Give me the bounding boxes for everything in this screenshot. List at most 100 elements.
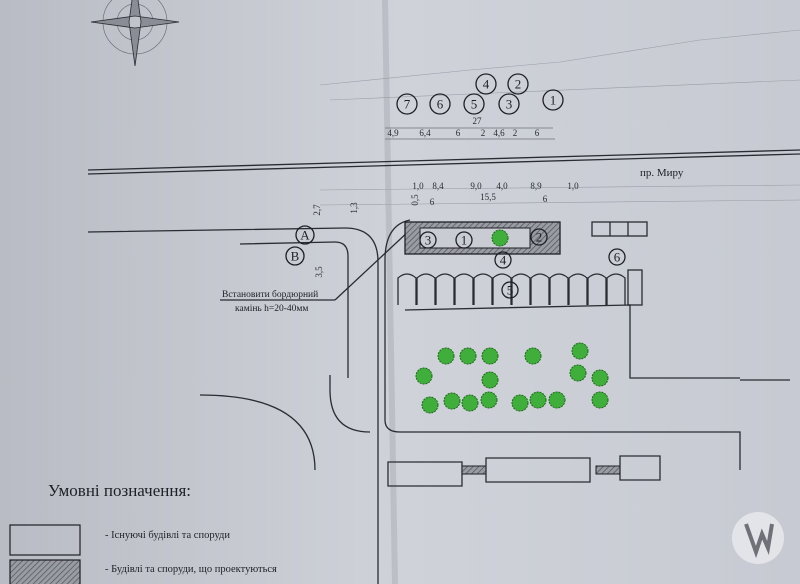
marker-label: 1: [461, 233, 468, 248]
top-dim-value: 4,6: [493, 128, 505, 138]
tree-icon: [415, 367, 433, 385]
circled-marker-4: 4: [475, 73, 497, 95]
legend-label-proposed: - Будівлі та споруди, що проектуються: [105, 564, 277, 575]
marker-circle: [285, 246, 305, 266]
circled-marker-2: 2: [507, 73, 529, 95]
top-dim-value: 4,9: [387, 128, 399, 138]
street-edge-top-2: [87, 153, 800, 175]
tree-icon: [511, 394, 529, 412]
marker-label: 3: [506, 97, 513, 112]
marker-circle: [501, 281, 519, 299]
road-curve: [329, 375, 371, 433]
stall: [587, 273, 607, 305]
top-dim-value: 2: [481, 128, 486, 138]
mid-dim-value: 8,9: [530, 181, 542, 191]
tree-icon: [437, 347, 455, 365]
marker-label: 2: [536, 230, 543, 245]
existing-kiosks: [591, 221, 648, 237]
street-edge-top: [87, 149, 800, 171]
circled-marker-B: B: [285, 246, 305, 266]
curb-leader: [334, 229, 411, 301]
mid-dim-value: 8,4: [432, 181, 444, 191]
circled-marker-5: 5: [463, 93, 485, 115]
marker-circle: [429, 93, 451, 115]
mid-dim-value: 9,0: [470, 181, 482, 191]
side-road-outer: [87, 227, 379, 584]
marker-label: 7: [404, 97, 411, 112]
topo-lines: [319, 29, 800, 206]
marker-label: 4: [483, 77, 490, 92]
proposed-building-inner: [419, 227, 531, 249]
tree-icon: [591, 391, 609, 409]
marker-circle: [463, 93, 485, 115]
circled-marker-2: 2: [530, 228, 548, 246]
stall: [568, 273, 588, 305]
circled-marker-7: 7: [396, 93, 418, 115]
market-stalls: [397, 269, 643, 306]
mid-dim-value: 4,0: [496, 181, 508, 191]
marker-circle: [542, 89, 564, 111]
circled-marker-1: 1: [455, 231, 473, 249]
offset-dim-value: 15,5: [480, 192, 496, 202]
stall-end: [627, 269, 643, 306]
legend-swatch-existing: [9, 524, 81, 556]
offset-dim-value: 0,5: [410, 194, 420, 206]
watermark-logo: [732, 512, 784, 564]
offset-dim-value: 1,3: [349, 202, 359, 214]
marker-circle: [498, 93, 520, 115]
street-label: пр. Миру: [640, 167, 684, 179]
site-boundary: [384, 219, 790, 470]
tree-icon: [481, 371, 499, 389]
legend-swatch-proposed: [9, 559, 81, 584]
side-road-inner: [239, 241, 349, 378]
circled-marker-5: 5: [501, 281, 519, 299]
marker-label: 5: [507, 283, 514, 298]
circled-marker-1: 1: [542, 89, 564, 111]
tree-icon: [459, 347, 477, 365]
top-dim-value: 6,4: [419, 128, 431, 138]
stall: [416, 273, 436, 305]
dim-total: 27: [473, 116, 483, 126]
marker-circle: [507, 73, 529, 95]
tree-icon: [569, 364, 587, 382]
marker-label: 3: [425, 233, 432, 248]
trees: [415, 229, 609, 414]
mid-dim-value: 1,0: [412, 181, 424, 191]
circled-marker-4: 4: [494, 251, 512, 269]
marker-label: A: [300, 228, 310, 243]
stall: [435, 273, 455, 305]
stall: [397, 273, 417, 305]
tree-icon: [591, 369, 609, 387]
tree-icon: [524, 347, 542, 365]
tree-icon: [480, 391, 498, 409]
compass-rose-icon: [90, 0, 180, 67]
mid-dim-value: 1,0: [567, 181, 579, 191]
side-markers: AB: [285, 225, 315, 266]
legend-label-existing: - Існуючі будівлі та споруди: [105, 530, 230, 541]
offset-dim-value: 6: [430, 197, 435, 207]
stall: [549, 273, 569, 305]
stall: [511, 273, 531, 305]
stall: [473, 273, 493, 305]
marker-circle: [494, 251, 512, 269]
tree-icon: [421, 396, 439, 414]
marker-label: 6: [437, 97, 444, 112]
circled-marker-A: A: [295, 225, 315, 245]
legend-title: Умовні позначення:: [48, 481, 191, 500]
stall: [492, 273, 512, 305]
tree-icon: [491, 229, 509, 247]
marker-circle: [455, 231, 473, 249]
tree-icon: [571, 342, 589, 360]
road-lower: [199, 394, 316, 471]
top-dimension-line: 27: [385, 116, 553, 129]
offset-dim-value: 6: [543, 194, 548, 204]
top-dim-value: 2: [513, 128, 518, 138]
marker-circle: [475, 73, 497, 95]
marker-label: 2: [515, 77, 522, 92]
marker-label: 6: [614, 250, 621, 265]
marker-label: 1: [550, 93, 557, 108]
